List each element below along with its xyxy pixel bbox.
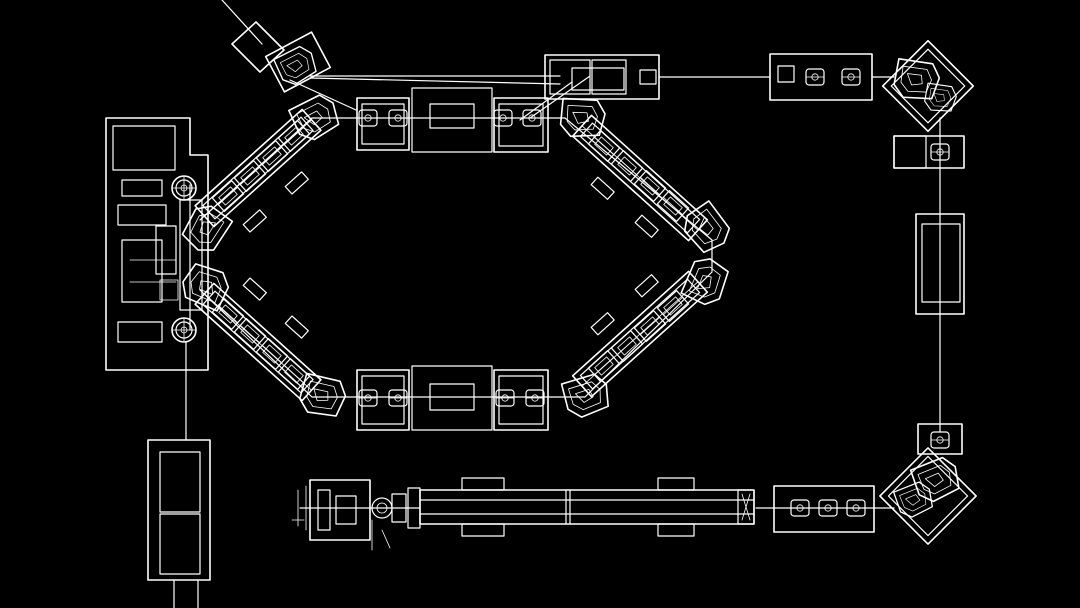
dipole-upper-left-side: [175, 197, 237, 259]
dipole-bottom-right-corner: [879, 447, 977, 545]
lower-right-arm: [571, 270, 709, 398]
bottom-straight-section: [356, 365, 549, 431]
dipole-top-right-corner: [881, 39, 975, 133]
dipole-top-left-extraction: [264, 31, 332, 93]
bottom-left-box: [147, 439, 211, 608]
dipole-lower-right-side: [676, 252, 736, 312]
top-middle-device: [519, 54, 660, 121]
left-injector-block: [105, 117, 209, 371]
lower-left-arm: [194, 277, 322, 402]
top-left-extraction-line: [221, 0, 561, 111]
bottom-linac: [419, 477, 755, 537]
upper-left-arm: [194, 108, 322, 233]
top-right-transfer-line: [658, 53, 895, 101]
top-straight-section: [356, 87, 549, 153]
dipole-lower-left-bottom: [293, 368, 351, 424]
bottom-transfer-line: [755, 485, 895, 533]
right-vertical-line: [893, 117, 965, 455]
left-ring-magnet-lower: [171, 317, 197, 343]
ring-beam-path: [199, 117, 713, 398]
left-ring-magnet-upper: [171, 175, 197, 201]
electron-gun: [291, 479, 421, 551]
upper-right-arm: [571, 114, 709, 242]
